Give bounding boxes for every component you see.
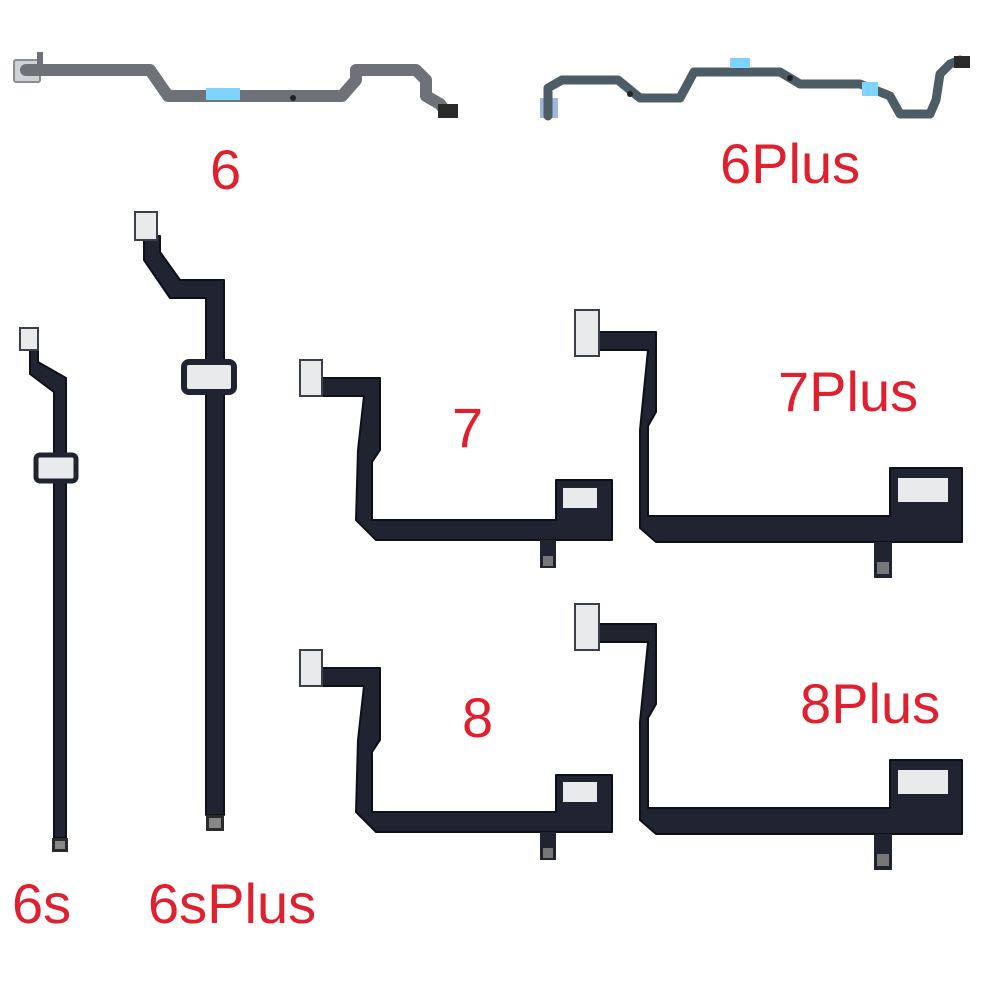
label-6plus: 6Plus <box>720 132 861 195</box>
flex-cable-6s <box>19 327 79 852</box>
flex-cable-6 <box>13 52 458 118</box>
flex-cable-6splus <box>134 211 237 831</box>
label-6splus: 6sPlus <box>148 872 317 935</box>
label-6s: 6s <box>12 872 72 935</box>
label-8: 8 <box>462 686 494 749</box>
flex-cable-7 <box>299 359 613 568</box>
label-6: 6 <box>210 138 242 201</box>
flex-cable-7plus <box>574 309 963 578</box>
flex-cable-8 <box>299 649 613 860</box>
flex-cable-6plus <box>540 55 970 121</box>
label-7: 7 <box>452 396 484 459</box>
flex-cable-8plus <box>574 603 963 870</box>
label-8plus: 8Plus <box>800 672 941 735</box>
label-7plus: 7Plus <box>778 360 919 423</box>
